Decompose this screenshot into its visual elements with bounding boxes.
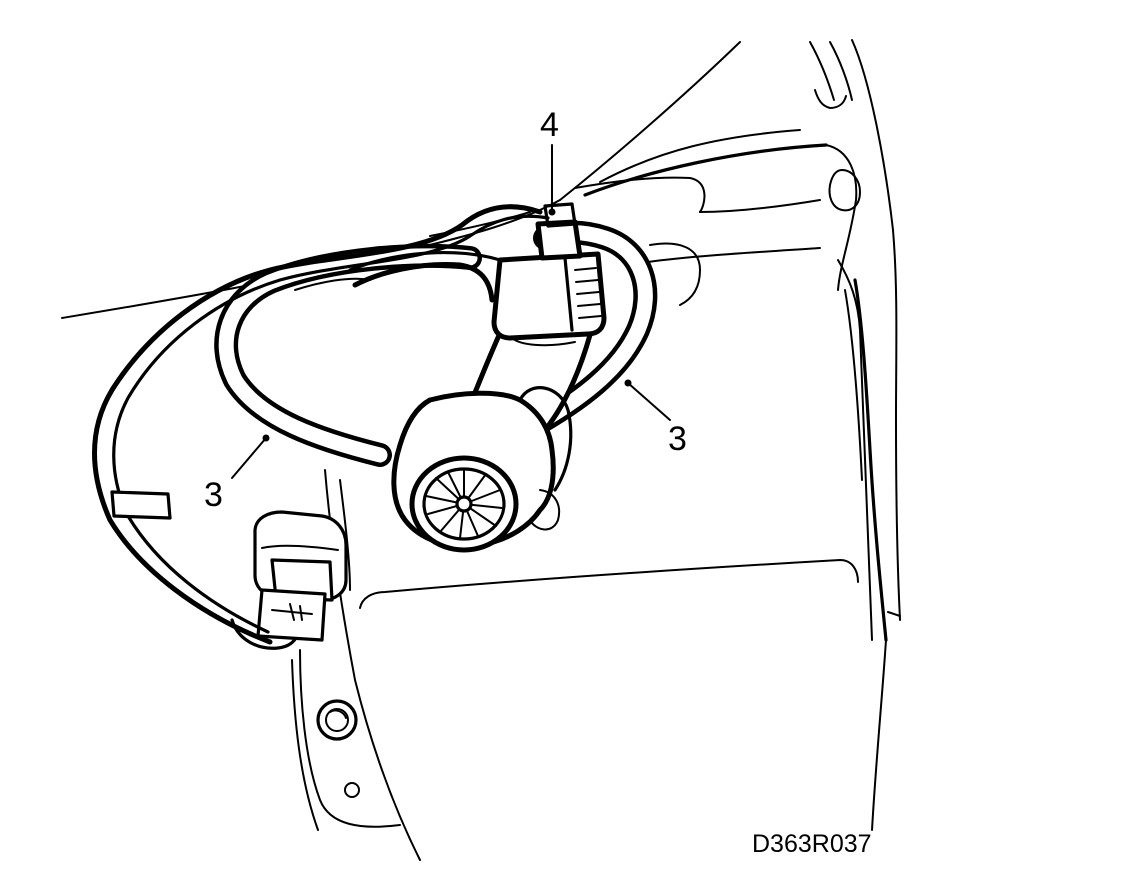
- callout-3-left: 3: [204, 476, 223, 514]
- leader-lines: [231, 144, 671, 479]
- callout-3-right: 3: [668, 420, 687, 458]
- connector-4: [491, 202, 607, 347]
- lower-connector: [253, 510, 348, 642]
- callout-4: 4: [540, 106, 559, 144]
- hose-right-loop: [518, 220, 658, 440]
- wire-harness: [92, 204, 550, 645]
- body-panel-lines: [61, 39, 901, 861]
- vent-nozzle: [391, 386, 573, 553]
- drawing-code: D363R037: [752, 830, 872, 858]
- mounting-bracket: [230, 608, 360, 798]
